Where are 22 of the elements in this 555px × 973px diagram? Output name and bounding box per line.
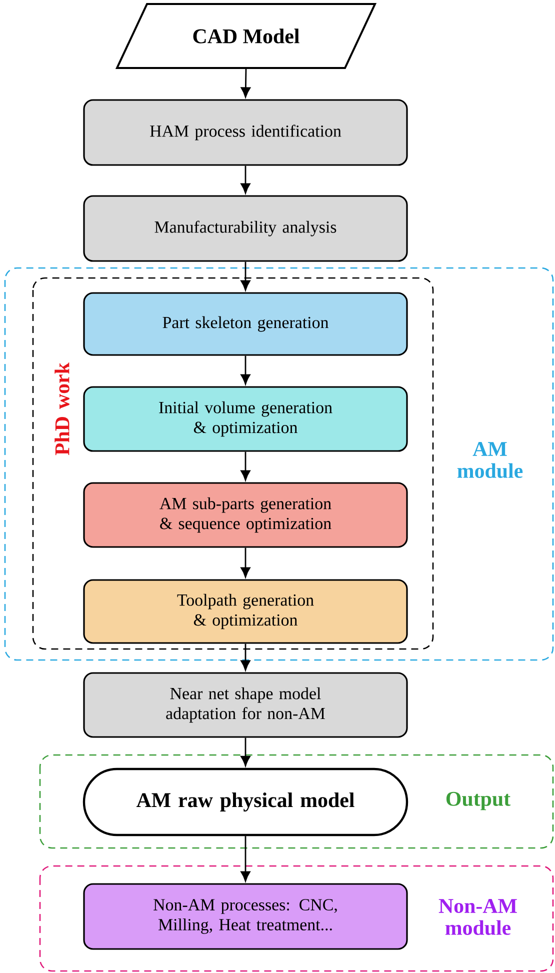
- process-box: HAM process identification: [83, 99, 408, 166]
- arrow: [240, 166, 250, 194]
- arrow: [240, 262, 250, 290]
- arrow: [240, 836, 250, 882]
- process-box: AM sub-parts generation & sequence optimization: [83, 482, 408, 548]
- arrow: [240, 68, 251, 98]
- arrow: [240, 548, 250, 578]
- process-box: Initial volume generation & optimization: [83, 386, 408, 452]
- group-label: PhD work: [54, 362, 70, 456]
- group-label: AM module: [457, 442, 523, 478]
- terminal-box: AM raw physical model: [82, 768, 408, 836]
- arrow: [240, 356, 250, 384]
- process-box: Manufacturability analysis: [83, 195, 408, 262]
- process-box: Part skeleton generation: [83, 292, 408, 356]
- process-box: Toolpath generation & optimization: [83, 579, 408, 644]
- arrow: [240, 644, 250, 670]
- process-box: Non-AM processes: CNC, Milling, Heat treatment...: [83, 883, 408, 950]
- process-box: Near net shape model adaptation for non-AM: [83, 672, 408, 738]
- arrow: [240, 452, 250, 480]
- arrow: [240, 738, 250, 766]
- group-label: Output: [446, 792, 510, 810]
- group-label: Non-AM module: [438, 899, 517, 935]
